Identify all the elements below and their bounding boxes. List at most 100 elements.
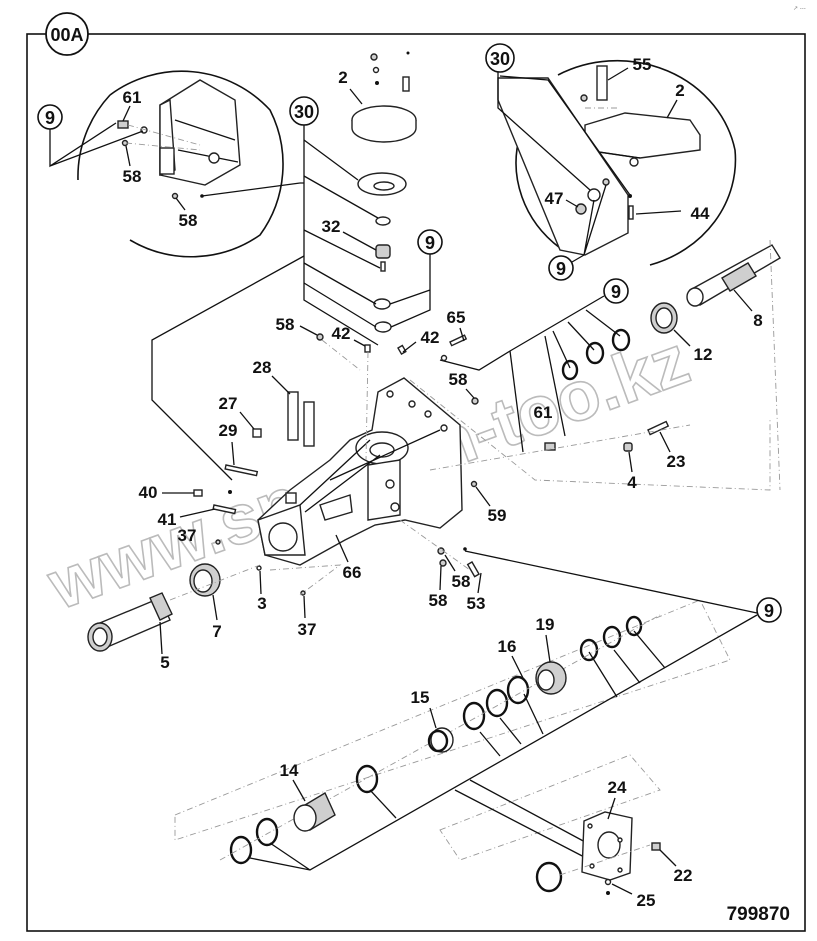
- svg-text:30: 30: [490, 49, 510, 69]
- label-part-55: 55: [633, 55, 652, 74]
- o-ring: [579, 638, 599, 662]
- o-ring: [535, 861, 563, 893]
- pins-28: [287, 391, 315, 447]
- svg-text:9: 9: [611, 282, 621, 302]
- label-part-58-inset-a: 58: [123, 167, 142, 186]
- seal-7: [189, 563, 221, 597]
- part-27: [252, 428, 262, 438]
- label-part-5: 5: [160, 653, 169, 672]
- label-part-58-mid: 58: [449, 370, 468, 389]
- part-4: [623, 442, 633, 452]
- reference-badge-9-right-inset: 9: [548, 184, 607, 281]
- diagram-frame: [26, 33, 806, 932]
- center-cover-assembly: [351, 51, 417, 333]
- part-3: [256, 565, 262, 571]
- nut-12: [650, 302, 678, 334]
- main-housing: [257, 377, 463, 566]
- part-40: [193, 489, 203, 497]
- label-part-24: 24: [608, 778, 627, 797]
- frame-label-badge: 00A: [45, 12, 89, 56]
- spool-8: [686, 239, 781, 491]
- label-part-61-inset: 61: [123, 88, 142, 107]
- label-part-53: 53: [467, 594, 486, 613]
- svg-text:9: 9: [764, 601, 774, 621]
- label-part-23: 23: [667, 452, 686, 471]
- label-part-59: 59: [488, 506, 507, 525]
- o-ring: [462, 701, 486, 731]
- label-part-29: 29: [219, 421, 238, 440]
- reference-badge-9-center: 9: [389, 229, 443, 328]
- plug-19: [535, 661, 567, 695]
- label-part-28: 28: [253, 358, 272, 377]
- svg-text:9: 9: [556, 259, 566, 279]
- label-part-25: 25: [637, 891, 656, 910]
- frame-label: 00A: [50, 25, 83, 45]
- part-41: [212, 504, 237, 515]
- label-part-37-b: 37: [298, 620, 317, 639]
- label-part-32: 32: [322, 217, 341, 236]
- part-61-fitting-inset: [117, 120, 129, 129]
- label-part-58-low-b: 58: [429, 591, 448, 610]
- svg-text:30: 30: [294, 102, 314, 122]
- label-part-8: 8: [753, 311, 762, 330]
- label-part-61-mid: 61: [534, 403, 553, 422]
- label-part-2-center: 2: [338, 68, 347, 87]
- reference-badge-30-right: 30: [485, 43, 631, 196]
- label-part-37-a: 37: [178, 526, 197, 545]
- label-part-27: 27: [219, 394, 238, 413]
- label-part-47: 47: [545, 189, 564, 208]
- part-37-a: [215, 539, 221, 545]
- o-ring: [602, 625, 622, 649]
- part-65: [449, 334, 468, 347]
- o-ring: [506, 675, 530, 705]
- label-part-22: 22: [674, 866, 693, 885]
- part-22: [651, 842, 661, 851]
- label-part-19: 19: [536, 615, 555, 634]
- figure-number: 799870: [727, 904, 790, 925]
- part-58-low-b: [439, 559, 447, 567]
- part-37-b: [300, 590, 306, 596]
- part-53: [466, 561, 480, 578]
- label-part-2-right: 2: [675, 81, 684, 100]
- label-part-44: 44: [691, 204, 710, 223]
- label-part-58-top: 58: [276, 315, 295, 334]
- label-part-16: 16: [498, 637, 517, 656]
- part-25: [604, 878, 612, 886]
- sleeve-15: [427, 727, 454, 753]
- o-ring: [355, 764, 379, 794]
- svg-text:9: 9: [425, 233, 435, 253]
- part-58-mid: [471, 397, 479, 405]
- pin-29: [224, 464, 259, 477]
- kit-outline-bottom: [439, 754, 661, 861]
- inset-left: [77, 70, 284, 258]
- label-part-40: 40: [139, 483, 158, 502]
- label-part-66: 66: [343, 563, 362, 582]
- label-part-65: 65: [447, 308, 466, 327]
- label-part-15: 15: [411, 688, 430, 707]
- kit-outline-lower: [174, 599, 731, 841]
- label-part-58-low-a: 58: [452, 572, 471, 591]
- label-part-12: 12: [694, 345, 713, 364]
- part-59: [470, 480, 478, 488]
- corner-mark: ↗ ---: [793, 6, 806, 12]
- part-61-fitting-mid: [544, 442, 556, 451]
- o-ring: [229, 835, 253, 865]
- o-ring: [255, 817, 279, 847]
- label-part-3: 3: [257, 594, 266, 613]
- label-part-7: 7: [212, 622, 221, 641]
- reference-badge-9-left: 9: [37, 104, 144, 168]
- label-part-42-a: 42: [332, 324, 351, 343]
- label-part-58-inset-b: 58: [179, 211, 198, 230]
- part-23: [647, 420, 670, 436]
- inset-right: [497, 59, 737, 266]
- o-ring: [485, 688, 509, 718]
- reference-badge-9-lower: 9: [249, 550, 782, 871]
- part-58-top: [316, 333, 324, 341]
- label-part-4: 4: [627, 473, 637, 492]
- reference-badge-30-center: 30: [151, 96, 381, 481]
- part-42-b: [397, 344, 407, 356]
- part-42-a: [364, 344, 371, 353]
- label-part-14: 14: [280, 761, 299, 780]
- reference-badge-9-right-upper: 9: [439, 278, 631, 453]
